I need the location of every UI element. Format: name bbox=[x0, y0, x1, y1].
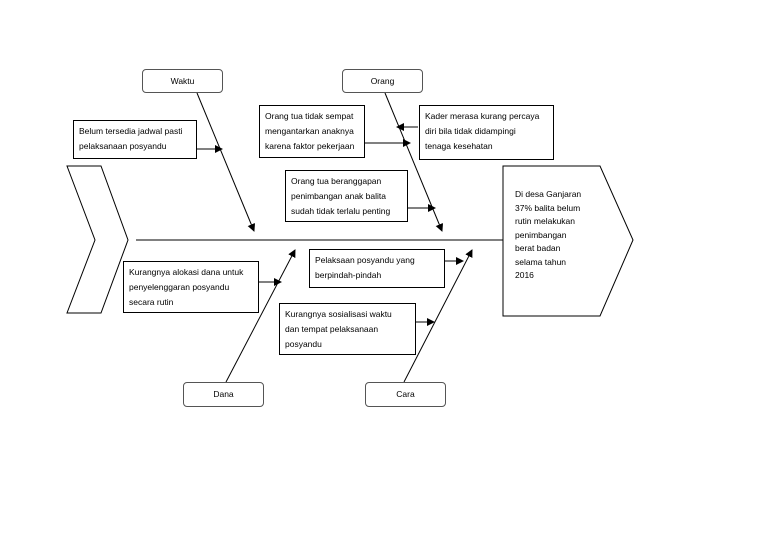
cause-cara-1: Pelaksaan posyandu yang berpindah-pindah bbox=[309, 249, 445, 288]
cause-waktu-1: Belum tersedia jadwal pasti pelaksanaan … bbox=[73, 120, 197, 159]
effect-text: Di desa Ganjaran 37% balita belum rutin … bbox=[515, 189, 582, 280]
bone-waktu bbox=[196, 92, 256, 232]
category-dana: Dana bbox=[183, 382, 264, 407]
category-orang: Orang bbox=[342, 69, 423, 93]
cause-dana-1: Kurangnya alokasi dana untuk penyelengga… bbox=[123, 261, 259, 313]
cause-cara-2: Kurangnya sosialisasi waktu dan tempat p… bbox=[279, 303, 416, 355]
bone-cara bbox=[403, 249, 473, 383]
cause-orang-2: Kader merasa kurang percaya diri bila ti… bbox=[419, 105, 554, 160]
tail-chevron bbox=[66, 165, 129, 314]
category-waktu: Waktu bbox=[142, 69, 223, 93]
bone-dana bbox=[225, 249, 296, 383]
cause-orang-1: Orang tua tidak sempat mengantarkan anak… bbox=[259, 105, 365, 158]
cause-orang-3: Orang tua beranggapan penimbangan anak b… bbox=[285, 170, 408, 222]
head-shape bbox=[502, 165, 634, 317]
category-cara: Cara bbox=[365, 382, 446, 407]
